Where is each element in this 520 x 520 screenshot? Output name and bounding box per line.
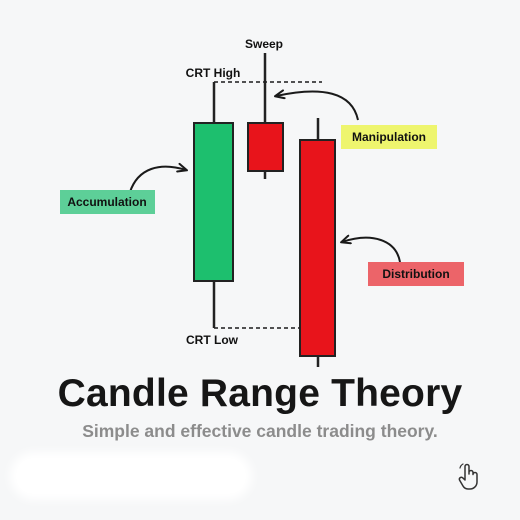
sweep-label: Sweep <box>245 37 283 51</box>
accumulation-label: Accumulation <box>67 195 146 209</box>
distribution-label-box <box>368 262 464 286</box>
manipulation-arrow <box>274 89 359 121</box>
manipulation-label: Manipulation <box>352 130 426 144</box>
distribution-label: Distribution <box>382 267 449 281</box>
accumulation-arrow <box>129 162 188 193</box>
accumulation-candle-body <box>193 122 234 282</box>
watermark-smudge <box>16 458 246 494</box>
distribution-candle-body <box>299 139 336 357</box>
page-title: Candle Range Theory <box>57 372 463 415</box>
crt-low-label: CRT Low <box>186 333 239 347</box>
manipulation-label-box <box>341 125 437 149</box>
distribution-arrow <box>340 234 401 263</box>
sweep-candle-body <box>247 122 284 172</box>
crt-high-label: CRT High <box>186 66 241 80</box>
accumulation-label-box <box>60 190 155 214</box>
pointing-hand-icon <box>458 463 478 490</box>
page-subtitle: Simple and effective candle trading theo… <box>82 421 438 441</box>
